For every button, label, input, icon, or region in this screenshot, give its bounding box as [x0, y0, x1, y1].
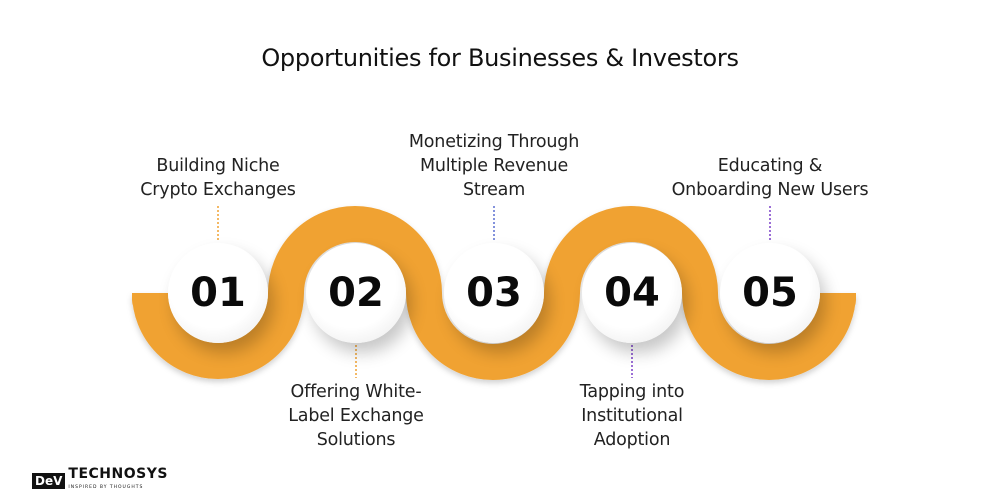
label-line: Building Niche	[156, 156, 280, 176]
label-line: Adoption	[593, 430, 671, 450]
step-number-05: 05	[720, 243, 820, 343]
page-title: Opportunities for Businesses & Investors	[261, 44, 739, 72]
logo-name: TECHNOSYS	[68, 466, 168, 482]
label-line: Crypto Exchanges	[140, 180, 296, 200]
label-line: Educating &	[717, 156, 823, 176]
step-number-03: 03	[444, 243, 544, 343]
label-line: Solutions	[316, 430, 396, 450]
label-line: Onboarding New Users	[671, 180, 869, 200]
label-line: Monetizing Through	[408, 132, 580, 152]
step-label-05: Educating & Onboarding New Users	[660, 154, 880, 202]
logo-box: DeV	[32, 473, 66, 489]
label-line: Stream	[462, 180, 526, 200]
logo-tagline: INSPIRED BY THOUGHTS	[68, 485, 144, 490]
orange-wave	[132, 206, 856, 380]
label-line: Offering White-	[290, 382, 422, 402]
label-line: Institutional	[581, 406, 683, 426]
label-line: Label Exchange	[288, 406, 424, 426]
label-line: Tapping into	[579, 382, 685, 402]
label-line: Multiple Revenue	[419, 156, 569, 176]
step-number-02: 02	[306, 243, 406, 343]
step-number-04: 04	[582, 243, 682, 343]
step-number-01: 01	[168, 243, 268, 343]
company-logo: DeV TECHNOSYS INSPIRED BY THOUGHTS	[32, 466, 168, 494]
